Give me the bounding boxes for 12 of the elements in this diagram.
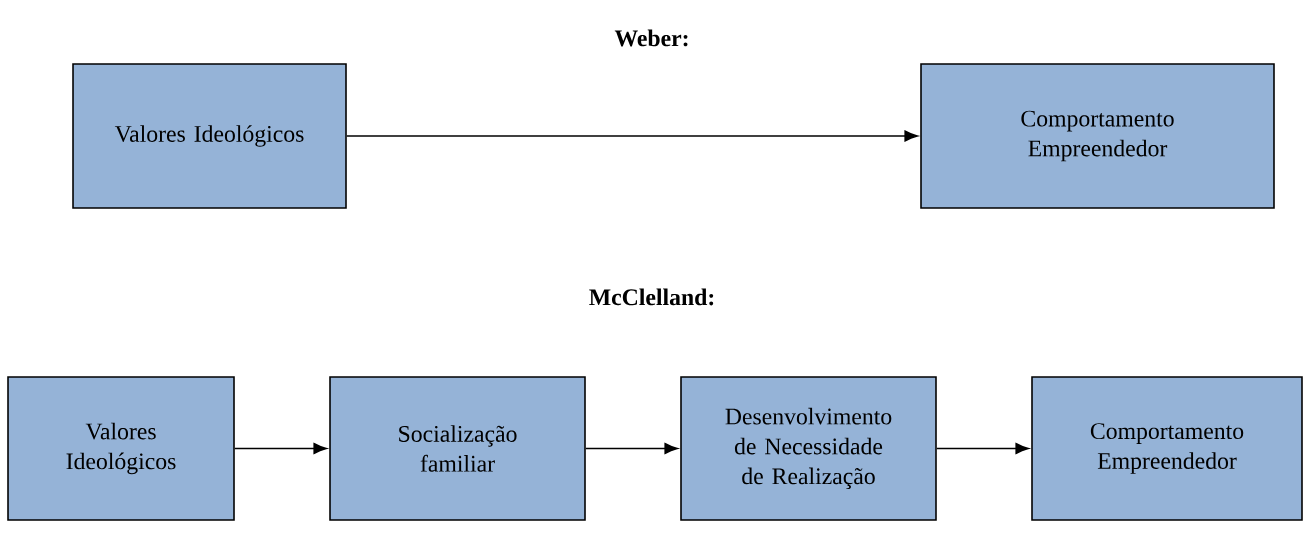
process-box: Valores Ideológicos — [7, 376, 235, 521]
arrow — [234, 442, 327, 455]
arrow — [346, 130, 918, 142]
arrow — [936, 442, 1029, 455]
process-box: Comportamento Empreendedor — [920, 63, 1275, 209]
process-box: Comportamento Empreendedor — [1031, 376, 1303, 521]
process-box: Socialização familiar — [329, 376, 586, 521]
section-heading: Weber: — [614, 29, 688, 47]
process-box: Desenvolvimento de Necessidade de Realização — [680, 376, 937, 521]
arrow — [585, 442, 678, 455]
process-box: Valores Ideológicos — [72, 63, 347, 209]
section-heading: McClelland: — [589, 288, 714, 306]
